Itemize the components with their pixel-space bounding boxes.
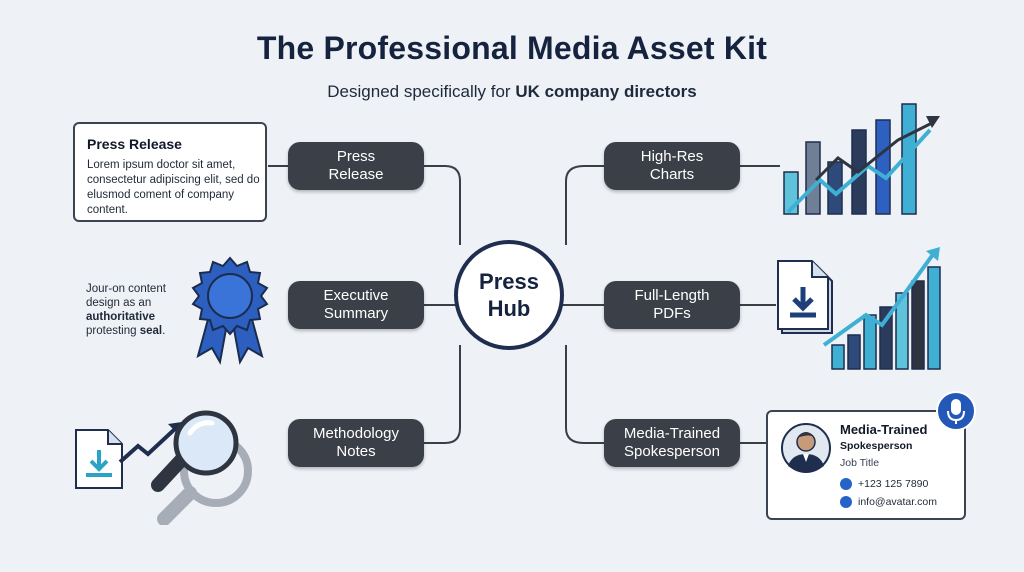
press-release-card-title: Press Release <box>87 136 182 152</box>
spokesperson-role: Spokesperson <box>840 440 913 452</box>
seal-note-suffix: . <box>162 325 166 337</box>
seal-note-bold-1: authoritative <box>86 311 156 323</box>
pdf-download-icon <box>777 260 833 334</box>
page-title: The Professional Media Asset Kit <box>256 30 768 66</box>
page-subtitle: Designed specifically for UK company dir… <box>0 82 1024 102</box>
spokesperson-name: Media-Trained <box>840 422 928 437</box>
spokesperson-phone[interactable]: +123 125 7890 <box>858 478 929 490</box>
spokesperson-email-row: info@avatar.com <box>840 496 937 508</box>
spokesperson-email[interactable]: info@avatar.com <box>858 496 937 508</box>
rosette-seal-icon <box>191 256 269 365</box>
avatar-icon <box>781 423 831 473</box>
subtitle-highlight: UK company directors <box>515 82 697 101</box>
seal-note-middle: protesting <box>86 325 140 337</box>
node-executive-summary[interactable]: Executive Summary <box>288 281 424 329</box>
node-press-release[interactable]: Press Release <box>288 142 424 190</box>
node-media-trained-spokesperson[interactable]: Media-Trained Spokesperson <box>604 419 740 467</box>
magnifier-icon <box>151 410 252 525</box>
press-release-card-body: Lorem ipsum doctor sit amet, consectetur… <box>87 159 260 216</box>
growth-chart-icon <box>822 247 941 370</box>
node-methodology-notes[interactable]: Methodology Notes <box>288 419 424 467</box>
spokesperson-phone-row: +123 125 7890 <box>840 478 928 490</box>
email-icon <box>840 496 852 508</box>
subtitle-prefix: Designed specifically for <box>327 82 516 101</box>
seal-note-bold-2: seal <box>139 325 163 337</box>
seal-note: Jour-on content design as an authoritati… <box>86 282 196 338</box>
microphone-icon <box>936 391 976 431</box>
document-download-icon <box>75 429 123 489</box>
node-full-length-pdfs[interactable]: Full-Length PDFs <box>604 281 740 329</box>
press-hub[interactable]: Press Hub <box>454 240 564 350</box>
node-high-res-charts[interactable]: High-Res Charts <box>604 142 740 190</box>
bar-chart-icon <box>783 103 940 215</box>
spokesperson-job-title: Job Title <box>840 457 880 469</box>
phone-icon <box>840 478 852 490</box>
seal-note-prefix: Jour-on content design as an <box>86 283 166 309</box>
spokesperson-card: Media-Trained Spokesperson Job Title +12… <box>766 410 966 520</box>
press-release-card: Press Release Lorem ipsum doctor sit ame… <box>73 122 267 222</box>
